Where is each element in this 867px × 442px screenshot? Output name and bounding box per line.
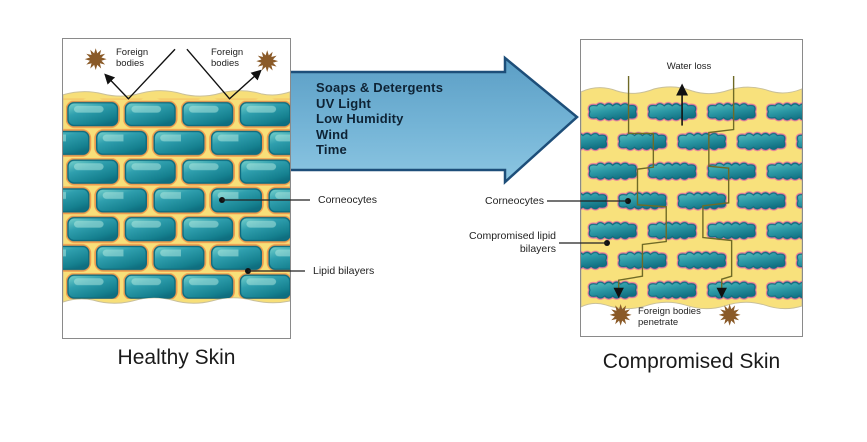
- foreign-body-icon: [718, 303, 741, 326]
- arrow-shape: [288, 55, 579, 185]
- crack-path: [702, 76, 735, 299]
- factor-list: Soaps & Detergents UV Light Low Humidity…: [316, 80, 443, 158]
- water-loss-label: Water loss: [666, 61, 712, 72]
- foreign-bodies-penetrate-label: Foreign bodies penetrate: [638, 306, 701, 329]
- compromised-lipid-bilayers-label: Compromised lipid bilayers: [469, 230, 556, 255]
- foreign-body-bounce-arrow: [104, 48, 176, 100]
- healthy-skin-caption: Healthy Skin: [117, 346, 236, 369]
- compromised-skin-panel: Water loss Foreign bodies penetrate: [580, 39, 803, 337]
- crack-path: [613, 76, 667, 299]
- factor-item: Soaps & Detergents: [316, 80, 444, 95]
- compromised-skin-caption: Compromised Skin: [602, 350, 781, 373]
- lipid-bilayers-label: Lipid bilayers: [313, 265, 375, 277]
- compromised-corneocytes: [581, 93, 802, 304]
- factor-item: Wind: [316, 126, 349, 142]
- foreign-body-icon: [256, 50, 279, 73]
- foreign-body-bounce-arrow: [186, 48, 262, 100]
- corneocyte-bricks: [63, 98, 290, 300]
- healthy-skin-panel: Foreign bodies Foreign bodies: [62, 38, 291, 339]
- factors-arrow: [288, 55, 579, 185]
- compromised-skin-illustration: [581, 76, 802, 326]
- foreign-bodies-label: Foreign bodies: [211, 47, 244, 70]
- corneocytes-label-right: Corneocytes: [485, 195, 544, 207]
- healthy-skin-illustration: [63, 48, 290, 304]
- corneocytes-label-left: Corneocytes: [318, 194, 377, 206]
- factor-item: Low Humidity: [316, 111, 404, 126]
- foreign-bodies-label: Foreign bodies: [116, 47, 149, 70]
- foreign-body-icon: [84, 48, 107, 71]
- factor-item: UV Light: [316, 95, 372, 111]
- factor-item: Time: [316, 142, 347, 157]
